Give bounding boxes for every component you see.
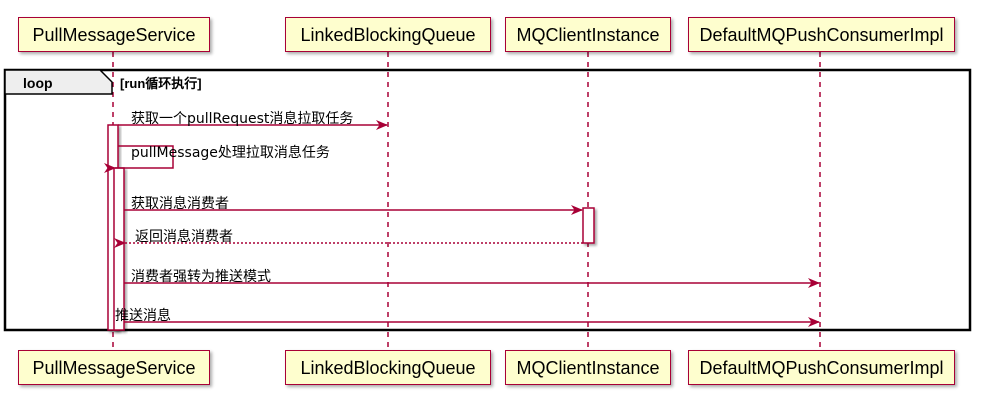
message-label-4: 消费者强转为推送模式: [131, 269, 271, 285]
participant-label: LinkedBlockingQueue: [300, 24, 476, 45]
participant-footer-pull-message-service[interactable]: PullMessageService: [18, 350, 210, 385]
participant-header-mq-client-instance[interactable]: MQClientInstance: [505, 17, 671, 52]
message-label-3: 返回消息消费者: [135, 229, 233, 245]
loop-frame-group: [3, 68, 972, 332]
participant-label: LinkedBlockingQueue: [300, 357, 476, 378]
participant-footer-default-mq-push-consumer[interactable]: DefaultMQPushConsumerImpl: [688, 350, 955, 385]
message-label-5: 推送消息: [115, 308, 171, 324]
participant-label: MQClientInstance: [516, 24, 660, 45]
message-arrow-1: [104, 145, 174, 173]
participant-footer-mq-client-instance[interactable]: MQClientInstance: [505, 350, 671, 385]
activation-bars-group: [107, 124, 595, 331]
activation-mq-client: [582, 207, 595, 244]
participant-header-default-mq-push-consumer[interactable]: DefaultMQPushConsumerImpl: [688, 17, 955, 52]
participant-header-linked-blocking-queue[interactable]: LinkedBlockingQueue: [285, 17, 491, 52]
loop-frame-condition: [run循环执行]: [120, 76, 202, 91]
participant-label: DefaultMQPushConsumerImpl: [699, 24, 944, 45]
message-arrows-group: [104, 120, 820, 327]
loop-frame-tab-shape: [4, 69, 113, 95]
participant-footer-linked-blocking-queue[interactable]: LinkedBlockingQueue: [285, 350, 491, 385]
loop-frame-tag: loop: [23, 75, 53, 91]
participant-label: MQClientInstance: [516, 357, 660, 378]
loop-frame-border: [3, 68, 972, 332]
participant-label: PullMessageService: [32, 24, 196, 45]
message-label-0: 获取一个pullRequest消息拉取任务: [131, 111, 354, 127]
message-label-2: 获取消息消费者: [131, 196, 229, 212]
participant-label: DefaultMQPushConsumerImpl: [699, 357, 944, 378]
participant-header-pull-message-service[interactable]: PullMessageService: [18, 17, 210, 52]
message-label-1: pullMessage处理拉取消息任务: [131, 145, 330, 161]
activation-pull-inner: [113, 167, 125, 331]
participant-label: PullMessageService: [32, 357, 196, 378]
